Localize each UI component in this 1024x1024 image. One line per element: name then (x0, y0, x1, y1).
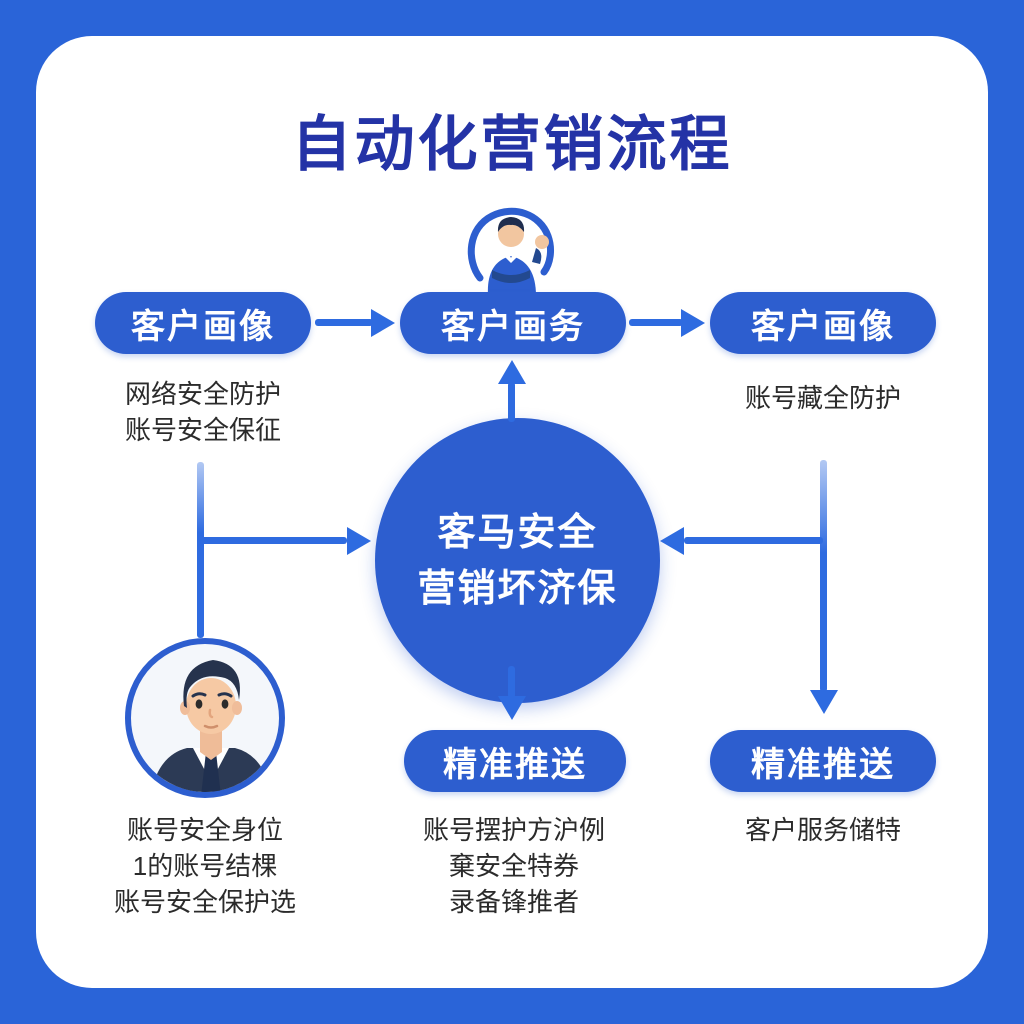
node-customer-service-center: 客户画务 (400, 292, 626, 354)
node-customer-profile-right: 客户画像 (710, 292, 936, 354)
note-push-details: 账号摆护方沪例 棄安全特券 录备锋推者 (422, 815, 605, 917)
node-label: 客户画像 (751, 307, 895, 346)
node-label: 精准推送 (751, 745, 895, 784)
businessman-avatar (125, 638, 285, 798)
node-label: 客户画像 (131, 307, 275, 346)
page-title: 自动化营销流程 (291, 111, 733, 178)
customer-service-agent-icon (452, 200, 572, 300)
circle-line-1: 客马安全 (437, 511, 598, 554)
circle-line-2: 营销坏济保 (417, 567, 618, 610)
note-account-identity: 账号安全身位 1的账号结棵 账号安全保护选 (113, 815, 296, 917)
note-account-protection: 账号藏全防护 (744, 383, 901, 413)
node-customer-profile-left: 客户画像 (95, 292, 311, 354)
note-network-security: 网络安全防护 账号安全保征 (124, 379, 281, 445)
node-precision-push-right: 精准推送 (710, 730, 936, 792)
note-customer-service: 客户服务储特 (744, 815, 901, 845)
node-security-marketing-circle: 客马安全 营销坏济保 (375, 418, 660, 703)
node-precision-push-center: 精准推送 (404, 730, 626, 792)
node-label: 客户画务 (441, 307, 585, 346)
node-label: 精准推送 (443, 745, 587, 784)
